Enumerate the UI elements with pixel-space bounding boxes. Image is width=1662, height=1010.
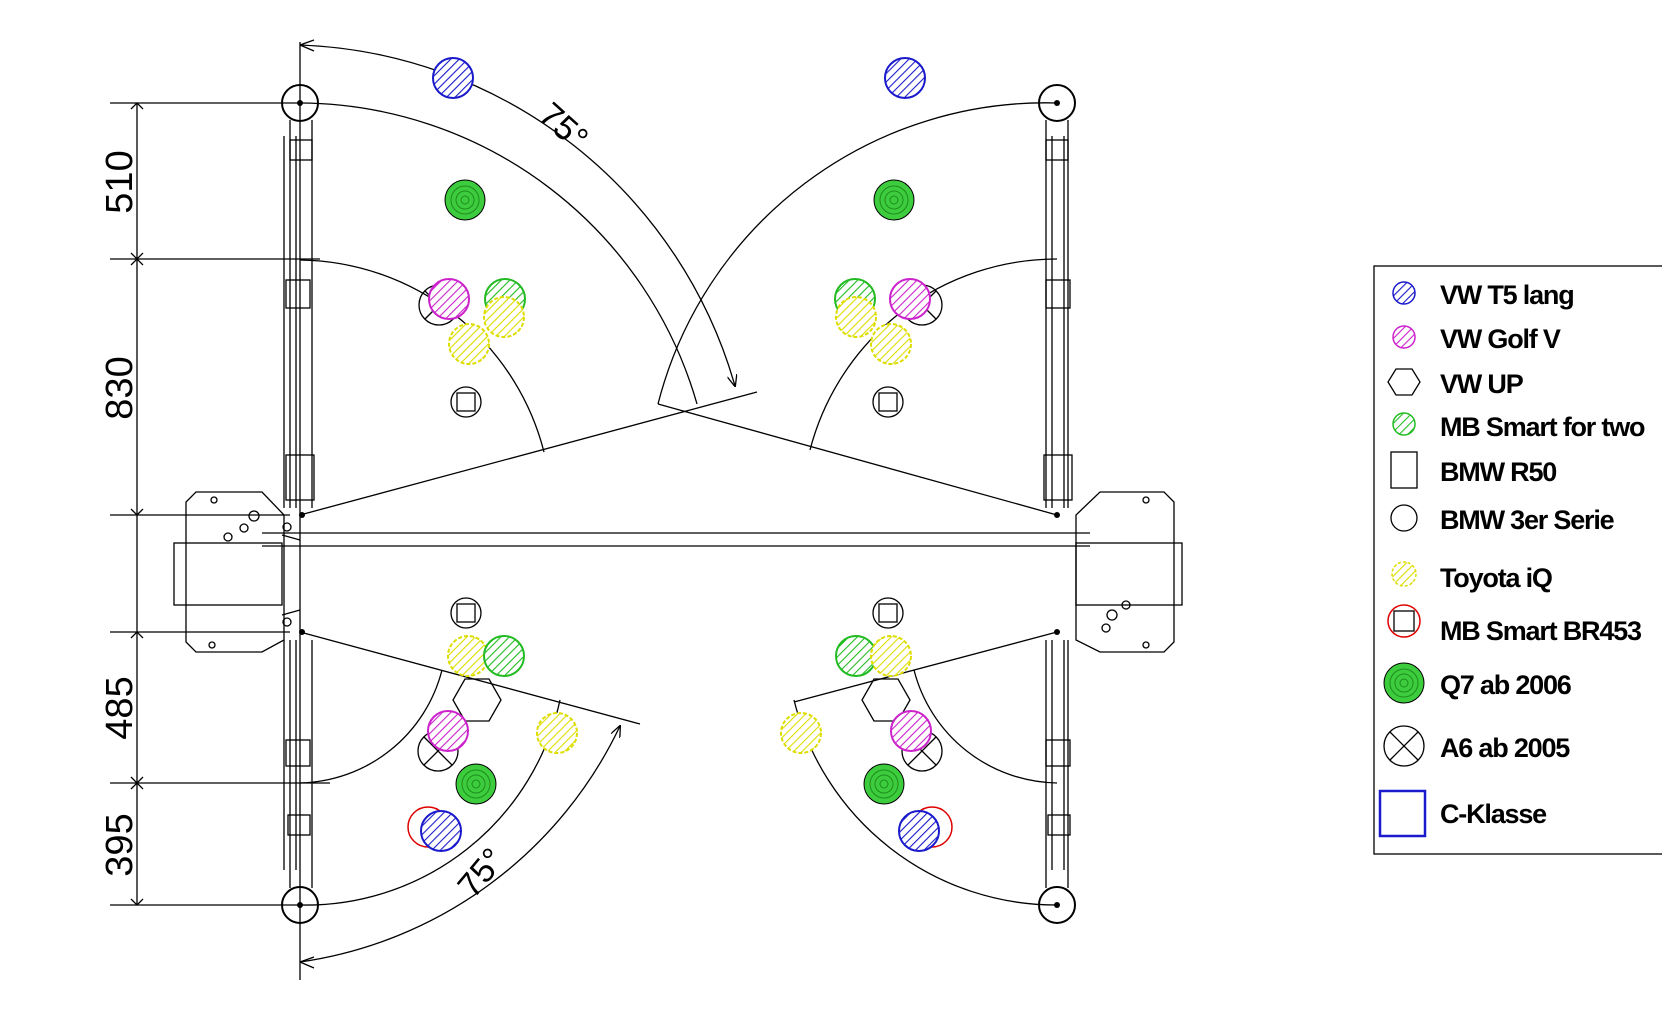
angle-label-bottom: 75°: [450, 841, 512, 905]
svg-text:VW UP: VW UP: [1440, 369, 1524, 399]
legend-item-vw-up: VW UP: [1387, 368, 1525, 399]
vw-t5-point: [898, 810, 940, 852]
svg-text:C-Klasse: C-Klasse: [1440, 799, 1547, 829]
legend: VW T5 lang VW Golf V VW UP MB Smart for …: [1373, 265, 1662, 855]
cross-beam: [262, 532, 1090, 547]
svg-text:BMW R50: BMW R50: [1440, 457, 1556, 487]
bmw3-point: [450, 386, 482, 418]
bmw-r50-point: [456, 392, 476, 412]
svg-text:MB Smart BR453: MB Smart BR453: [1440, 616, 1642, 646]
q7-point: [444, 179, 486, 221]
hatched-magenta-circle-icon: [1392, 325, 1416, 349]
iq-point: [536, 712, 578, 754]
svg-text:Q7 ab 2006: Q7 ab 2006: [1440, 670, 1572, 700]
iq-point: [835, 296, 877, 338]
hatched-yellow-circle-icon: [1391, 561, 1417, 587]
golf-point: [890, 710, 932, 752]
q7-point: [863, 763, 905, 805]
legend-item-a6: A6 ab 2005: [1383, 725, 1571, 767]
bmw-r50-point: [878, 392, 898, 412]
square-icon: [1393, 610, 1415, 632]
legend-item-bmw-r50: BMW R50: [1390, 451, 1557, 489]
golf-point: [427, 710, 469, 752]
svg-text:VW Golf V: VW Golf V: [1440, 324, 1561, 354]
iq-point: [483, 296, 525, 338]
svg-text:A6 ab 2005: A6 ab 2005: [1440, 733, 1570, 763]
svg-text:MB Smart for two: MB Smart for two: [1440, 412, 1645, 442]
legend-item-golf: VW Golf V: [1392, 324, 1562, 354]
arm-swing-geometry: 75° 75°: [299, 39, 1058, 969]
legend-item-q7: Q7 ab 2006: [1383, 662, 1573, 704]
rectangle-icon: [1390, 451, 1418, 489]
q7-point: [873, 179, 915, 221]
vw-t5-point: [884, 57, 926, 99]
iq-point: [448, 323, 490, 365]
vw-up-point: [452, 678, 502, 722]
legend-item-bmw-3er: BMW 3er Serie: [1390, 504, 1616, 535]
legend-item-toyota-iq: Toyota iQ: [1391, 561, 1553, 593]
hatched-blue-circle-icon: [1392, 281, 1416, 305]
hexagon-icon: [1387, 368, 1421, 396]
blue-square-icon: [1378, 789, 1427, 838]
smart-point: [483, 635, 525, 677]
iq-point: [870, 635, 912, 677]
dimension-label-510: 510: [99, 150, 141, 213]
vw-t5-point: [432, 57, 474, 99]
right-lift-column: [1038, 84, 1183, 924]
dimension-label-830: 830: [99, 356, 141, 419]
bmw-r50-point: [878, 603, 898, 623]
dimension-chain: 510 830 485 395: [99, 102, 330, 906]
bmw3-point: [872, 386, 904, 418]
svg-text:BMW 3er Serie: BMW 3er Serie: [1440, 505, 1615, 535]
dimension-label-485: 485: [99, 676, 141, 739]
red-circle-icon: [1387, 604, 1421, 638]
legend-item-smart-br453: MB Smart BR453: [1387, 604, 1643, 646]
svg-text:Toyota iQ: Toyota iQ: [1440, 563, 1552, 593]
bmw-r50-point: [456, 603, 476, 623]
legend-item-c-klasse: C-Klasse: [1378, 789, 1548, 838]
circle-icon: [1390, 504, 1418, 532]
pickup-points: [407, 57, 953, 852]
legend-item-vw-t5: VW T5 lang: [1392, 280, 1575, 310]
hatched-green-circle-icon: [1392, 412, 1416, 436]
svg-text:VW T5 lang: VW T5 lang: [1440, 280, 1574, 310]
bmw3-point: [450, 597, 482, 629]
golf-point: [889, 278, 931, 320]
iq-point: [447, 635, 489, 677]
left-lift-column: [173, 42, 319, 980]
legend-item-smart: MB Smart for two: [1392, 412, 1646, 442]
golf-point: [428, 278, 470, 320]
vw-t5-point: [420, 810, 462, 852]
dimension-label-395: 395: [99, 813, 141, 876]
bmw3-point: [872, 597, 904, 629]
crossed-circle-icon: [1383, 725, 1425, 767]
angle-label-top: 75°: [532, 96, 596, 159]
q7-point: [455, 763, 497, 805]
iq-point: [780, 712, 822, 754]
iq-point: [870, 323, 912, 365]
